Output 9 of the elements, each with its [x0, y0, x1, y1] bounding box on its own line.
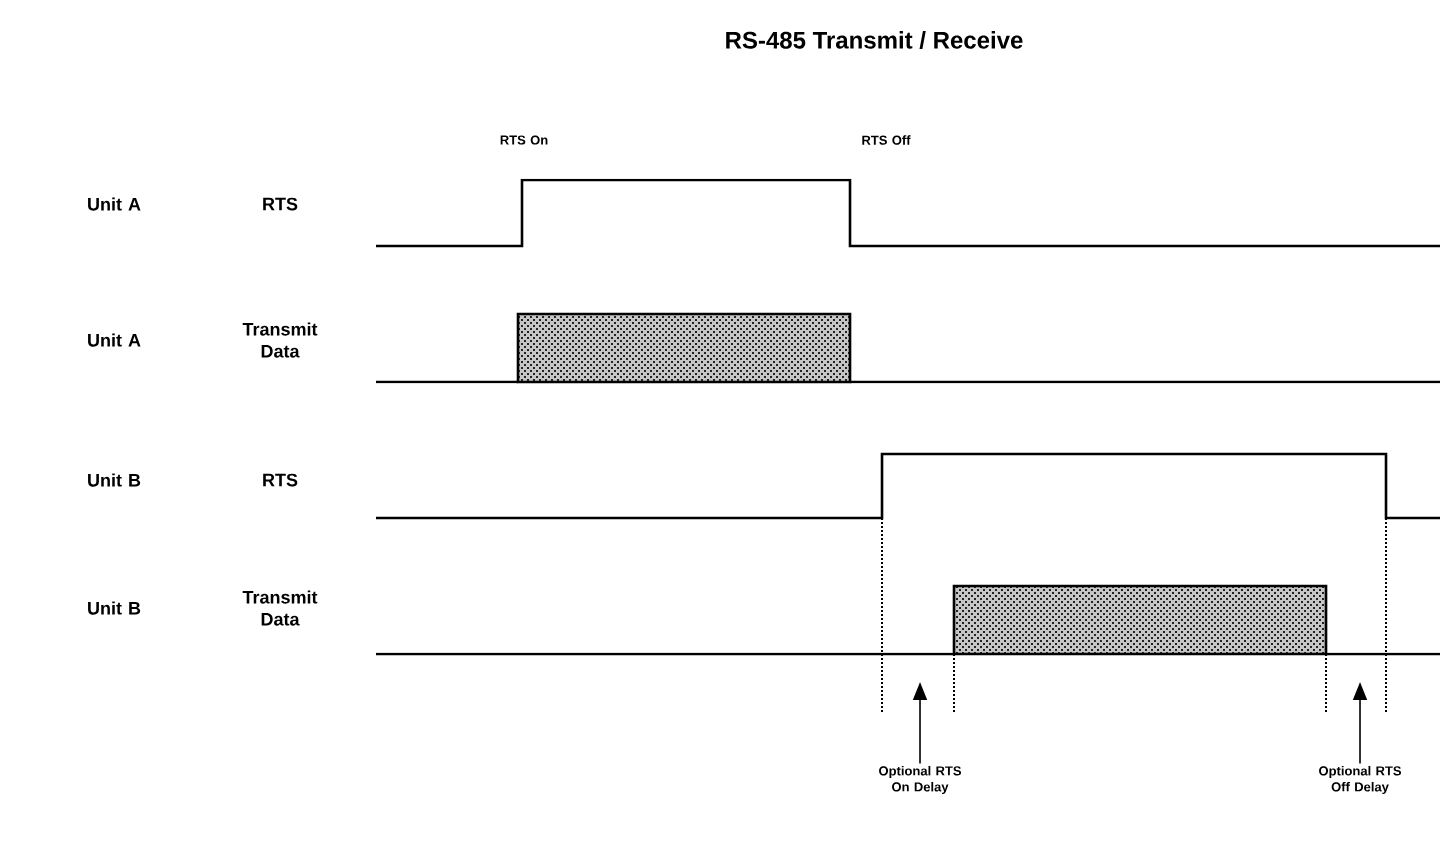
unit-label: Unit B	[88, 601, 141, 615]
unit-label: Unit A	[88, 333, 141, 347]
signal-label: Transmit Data	[242, 590, 318, 626]
signal-label: RTS	[263, 473, 298, 487]
unit-label: Unit B	[88, 473, 141, 487]
signal-label: RTS	[263, 197, 298, 211]
signal-label: Transmit Data	[242, 322, 318, 358]
unit-label: Unit A	[88, 197, 141, 211]
title: RS-485 Transmit / Receive	[726, 31, 1023, 49]
